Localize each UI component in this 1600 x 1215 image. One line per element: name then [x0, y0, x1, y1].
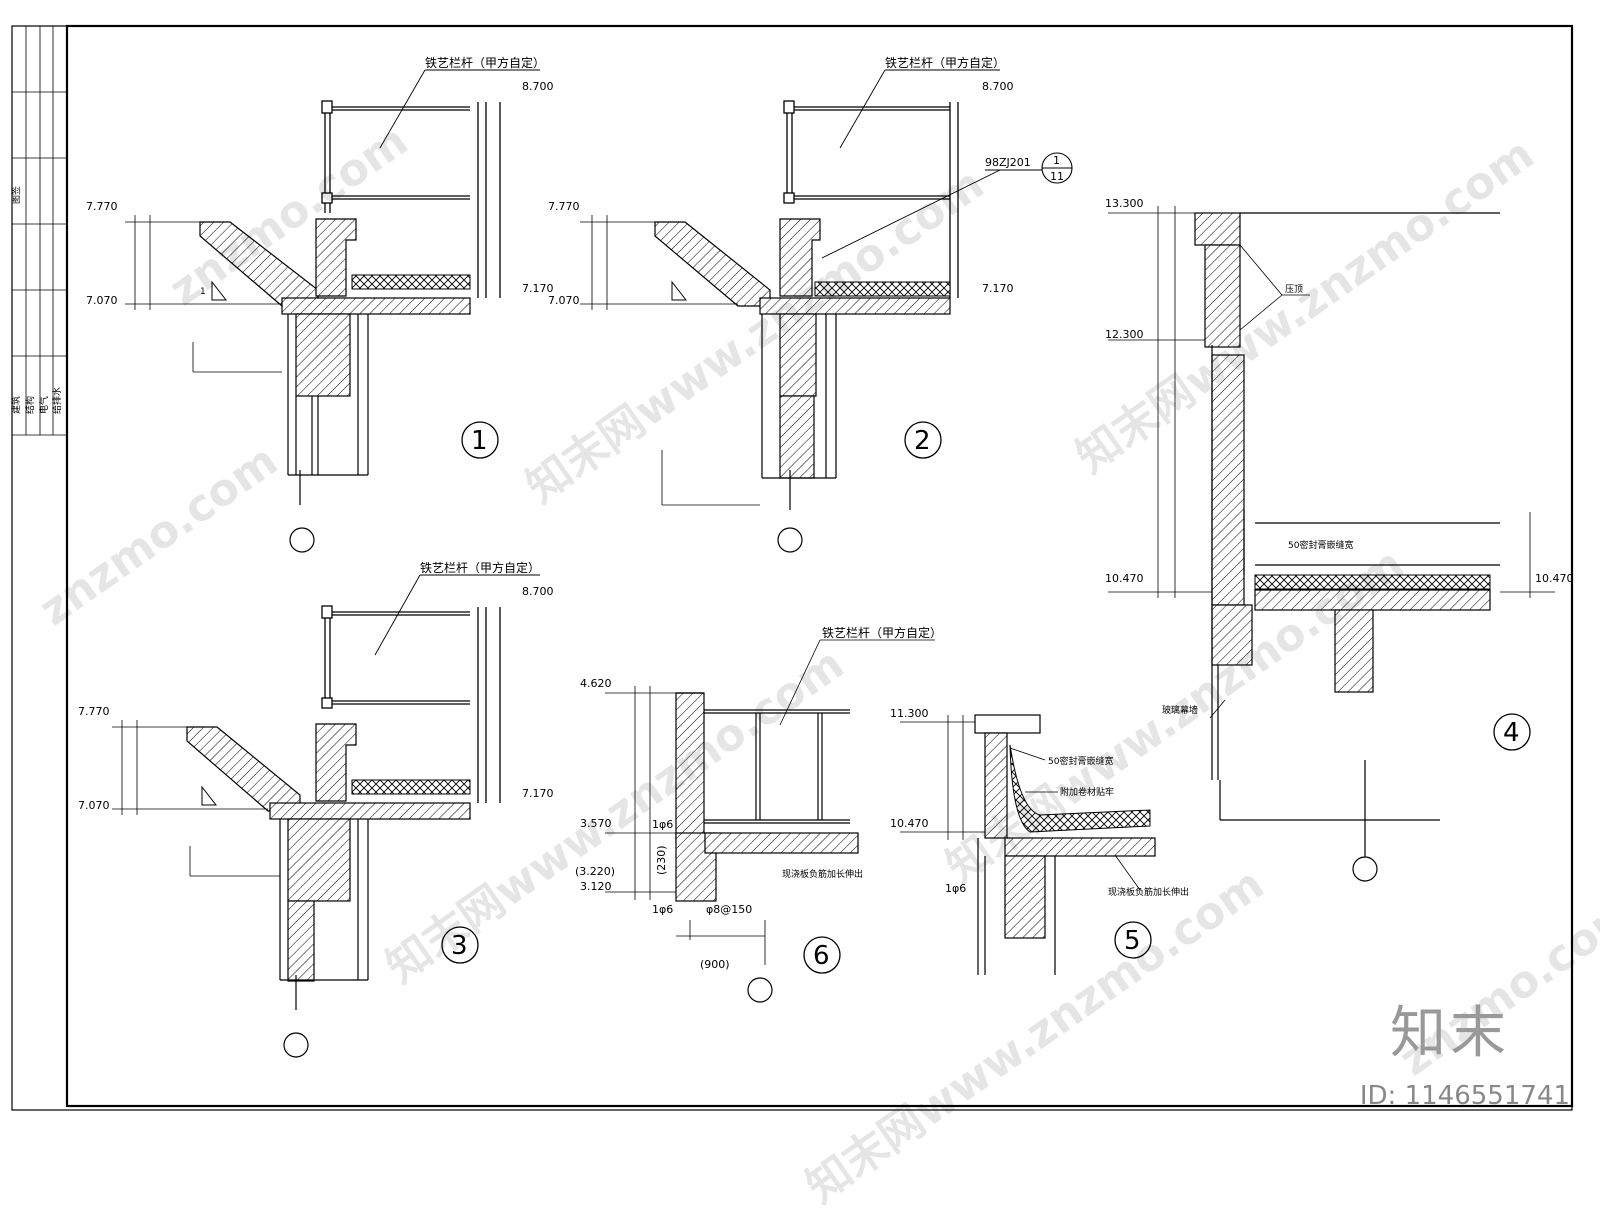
detail-6-elev-4620: 4.620 — [580, 677, 612, 690]
detail-1-railing-label: 铁艺栏杆（甲方自定） — [425, 55, 545, 70]
detail-4-number: 4 — [1503, 718, 1520, 748]
detail-5 — [900, 714, 1156, 975]
detail-5-elev-10470: 10.470 — [890, 817, 929, 830]
drawing-sheet: 图签 建筑 结构 电气 给排水 — [10, 24, 1574, 1111]
detail-4-coping-label: 压顶 — [1285, 284, 1303, 295]
sidebar-label-architecture: 建筑 — [10, 396, 22, 414]
detail-4-elev-12300: 12.300 — [1105, 328, 1144, 341]
detail-4-elev-13300: 13.300 — [1105, 197, 1144, 210]
detail-6-rebar-top: 1φ6 — [652, 818, 673, 831]
detail-5-number-circle — [1114, 921, 1152, 959]
detail-4-elev-10470-right: 10.470 — [1535, 572, 1574, 585]
detail-6-dim-900: (900) — [700, 958, 730, 971]
detail-6-elev-3120: 3.120 — [580, 880, 612, 893]
sidebar-top-label: 图签 — [10, 186, 22, 204]
detail-5-elev-11300: 11.300 — [890, 707, 929, 720]
detail-4-number-circle — [1493, 713, 1531, 751]
detail-4-sealant-label: 50密封膏嵌缝宽 — [1288, 539, 1353, 551]
detail-4 — [1108, 206, 1555, 882]
detail-6-rebar-bottom: 1φ6 — [652, 903, 673, 916]
detail-3-number-circle — [441, 926, 479, 964]
detail-3-elev-7170: 7.170 — [522, 787, 554, 800]
detail-6 — [605, 639, 935, 1003]
detail-6-number: 6 — [813, 941, 830, 971]
detail-2-elev-7770: 7.770 — [548, 200, 580, 213]
detail-2 — [580, 69, 1073, 553]
detail-2-elev-7170: 7.170 — [982, 282, 1014, 295]
detail-5-slab-rebar-label: 现浇板负筋加长伸出 — [1108, 886, 1189, 898]
detail-1-number: 1 — [471, 426, 488, 456]
detail-3-elev-7070: 7.070 — [78, 799, 110, 812]
detail-3 — [112, 574, 540, 1058]
detail-3-elev-7770: 7.770 — [78, 705, 110, 718]
detail-3-number: 3 — [451, 931, 468, 961]
detail-1-slope-label: 1 — [200, 287, 206, 297]
detail-6-number-circle — [803, 936, 841, 974]
detail-6-dim-230: (230) — [655, 845, 668, 875]
detail-6-stirrup: φ8@150 — [706, 903, 752, 916]
detail-5-sealant-label: 50密封膏嵌缝宽 — [1048, 755, 1113, 767]
detail-1-elev-7170: 7.170 — [522, 282, 554, 295]
detail-1-elev-7770: 7.770 — [86, 200, 118, 213]
detail-1-elev-7070: 7.070 — [86, 294, 118, 307]
detail-2-number-circle — [904, 421, 942, 459]
detail-3-elev-8700: 8.700 — [522, 585, 554, 598]
sidebar-label-electrical: 电气 — [38, 396, 50, 414]
detail-1-elev-8700: 8.700 — [522, 80, 554, 93]
detail-2-ref-den: 11 — [1050, 170, 1064, 183]
sidebar-label-plumbing: 给排水 — [51, 387, 63, 414]
inner-frame — [65, 24, 1574, 1108]
detail-4-elev-10470-left: 10.470 — [1105, 572, 1144, 585]
detail-2-ref-detail: 98ZJ201 — [985, 156, 1031, 169]
detail-5-rebar: 1φ6 — [945, 882, 966, 895]
detail-6-elev-3570: 3.570 — [580, 817, 612, 830]
detail-5-number: 5 — [1124, 926, 1141, 956]
detail-3-railing-label: 铁艺栏杆（甲方自定） — [420, 560, 540, 575]
sidebar-label-structure: 结构 — [24, 396, 36, 414]
detail-6-elev-3220: (3.220) — [575, 865, 615, 878]
detail-2-elev-7070: 7.070 — [548, 294, 580, 307]
title-sidebar — [12, 25, 67, 436]
detail-1 — [125, 69, 540, 553]
detail-2-railing-label: 铁艺栏杆（甲方自定） — [885, 55, 1005, 70]
detail-6-railing-label: 铁艺栏杆（甲方自定） — [822, 625, 942, 640]
detail-6-slab-rebar-label: 现浇板负筋加长伸出 — [782, 868, 863, 880]
brand-logo-text: 知末 — [1390, 1001, 1510, 1066]
detail-4-glass-wall-label: 玻璃幕墙 — [1162, 704, 1198, 716]
detail-2-elev-8700: 8.700 — [982, 80, 1014, 93]
detail-5-membrane-label: 附加卷材贴牢 — [1060, 786, 1114, 798]
detail-2-number: 2 — [914, 426, 931, 456]
brand-id-text: ID: 1146551741 — [1359, 1081, 1570, 1111]
detail-1-number-circle — [461, 421, 499, 459]
detail-2-ref-num: 1 — [1053, 154, 1060, 167]
